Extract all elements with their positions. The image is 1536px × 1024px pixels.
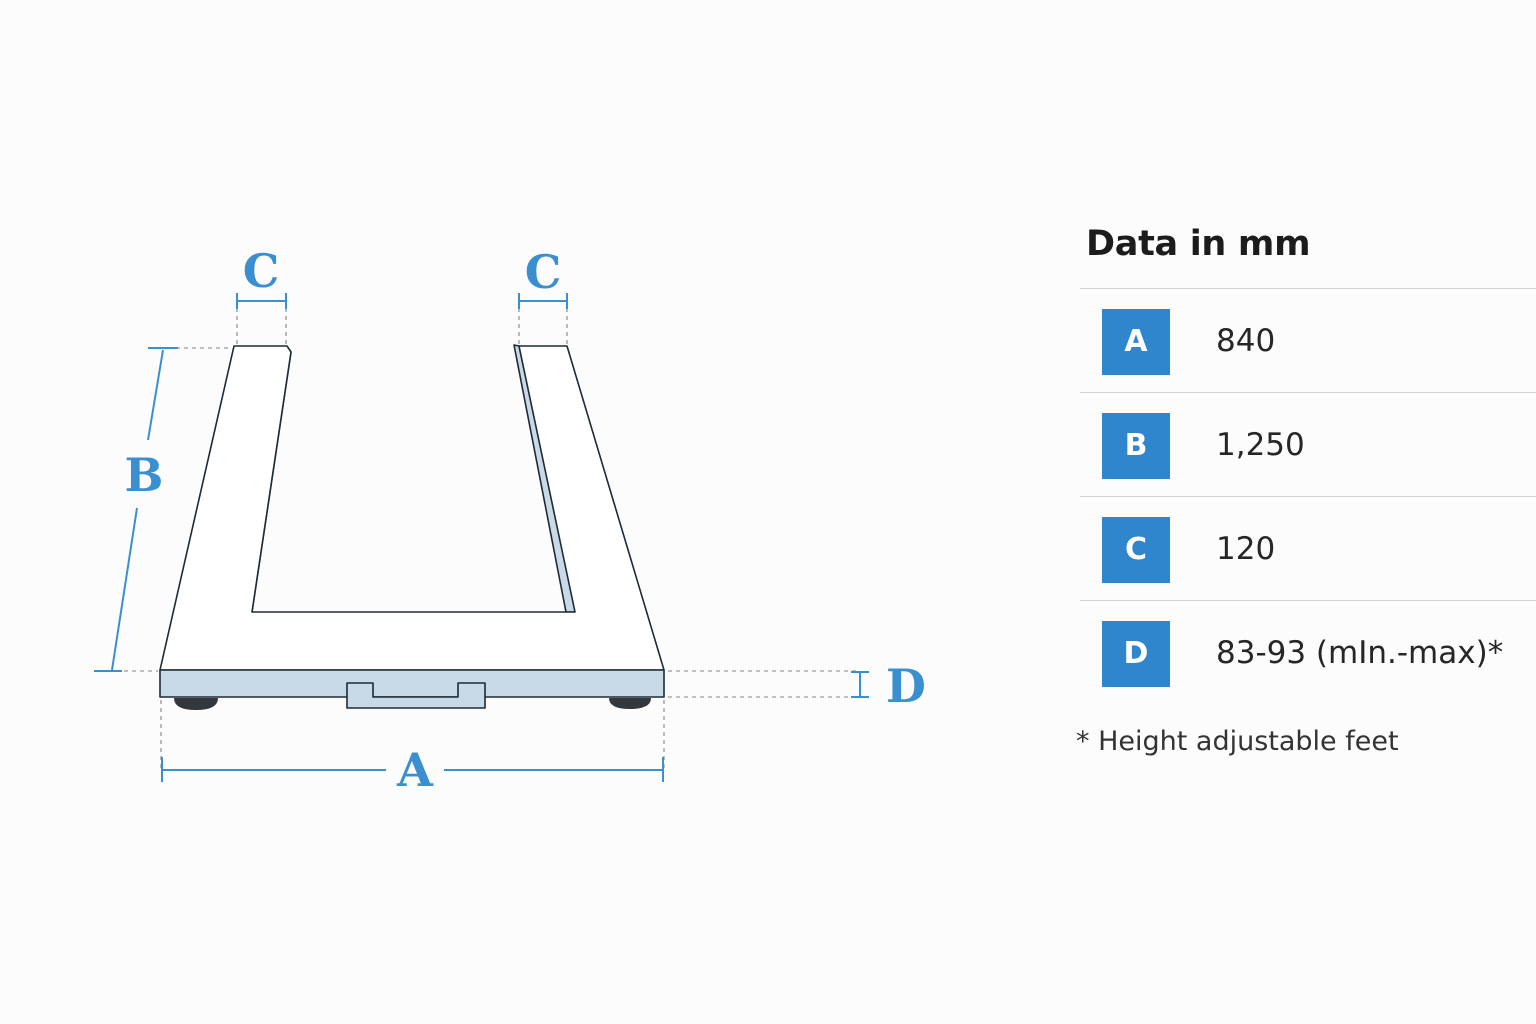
label-d: D	[886, 659, 926, 713]
frame-front-edge	[159, 669, 665, 698]
dimension-table: Data in mm A 840 B 1,250 C 120 D 83-93 (…	[1076, 218, 1536, 757]
badge-a: A	[1102, 309, 1170, 375]
dimension-lines	[94, 293, 869, 782]
foot-right	[609, 698, 651, 709]
badge-d: D	[1102, 621, 1170, 687]
footnote: * Height adjustable feet	[1076, 726, 1399, 757]
dimension-row-d: D 83-93 (mIn.-max)*	[1080, 600, 1536, 704]
value-b: 1,250	[1216, 427, 1305, 463]
value-c: 120	[1216, 531, 1276, 567]
label-a: A	[396, 743, 434, 797]
label-b: B	[125, 448, 164, 502]
value-d: 83-93 (mIn.-max)*	[1216, 635, 1504, 671]
frame	[159, 344, 665, 710]
foot-left	[174, 698, 218, 710]
dimension-row-c: C 120	[1080, 496, 1536, 600]
mount-plate	[346, 682, 486, 709]
dimension-row-a: A 840	[1080, 288, 1536, 392]
label-c-right: C	[525, 245, 562, 299]
badge-c: C	[1102, 517, 1170, 583]
frame-top-face	[159, 345, 665, 671]
badge-b: B	[1102, 413, 1170, 479]
dimension-row-b: B 1,250	[1080, 392, 1536, 496]
label-c-left: C	[243, 244, 280, 298]
dimension-drawing: C C B A D	[94, 244, 926, 797]
table-title: Data in mm	[1086, 224, 1311, 264]
dimension-labels: C C B A D	[125, 244, 926, 797]
value-a: 840	[1216, 323, 1276, 359]
